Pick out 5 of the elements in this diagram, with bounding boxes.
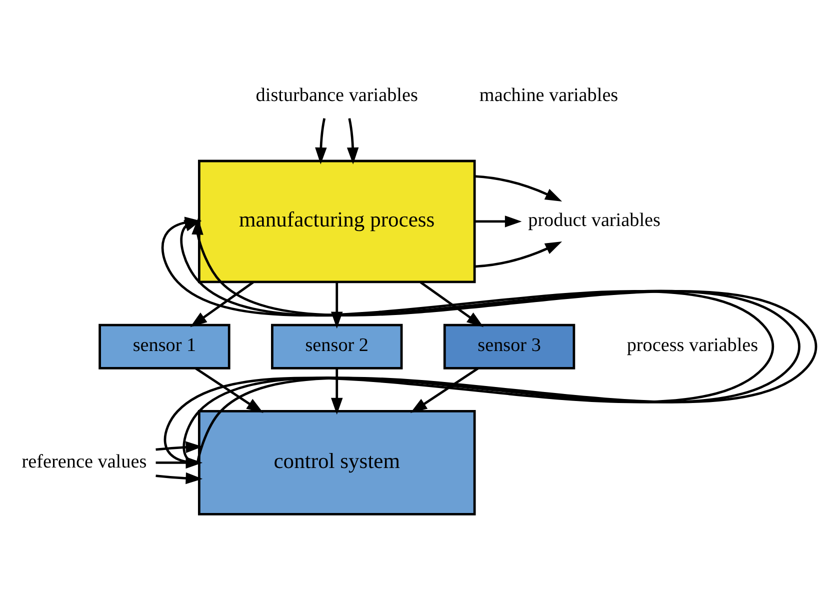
label: process variables — [626, 335, 758, 356]
node-text: product variables — [528, 210, 660, 232]
node-text: reference values — [22, 451, 147, 472]
node-text: disturbance variables — [256, 84, 418, 106]
label: machine variables — [479, 84, 618, 106]
